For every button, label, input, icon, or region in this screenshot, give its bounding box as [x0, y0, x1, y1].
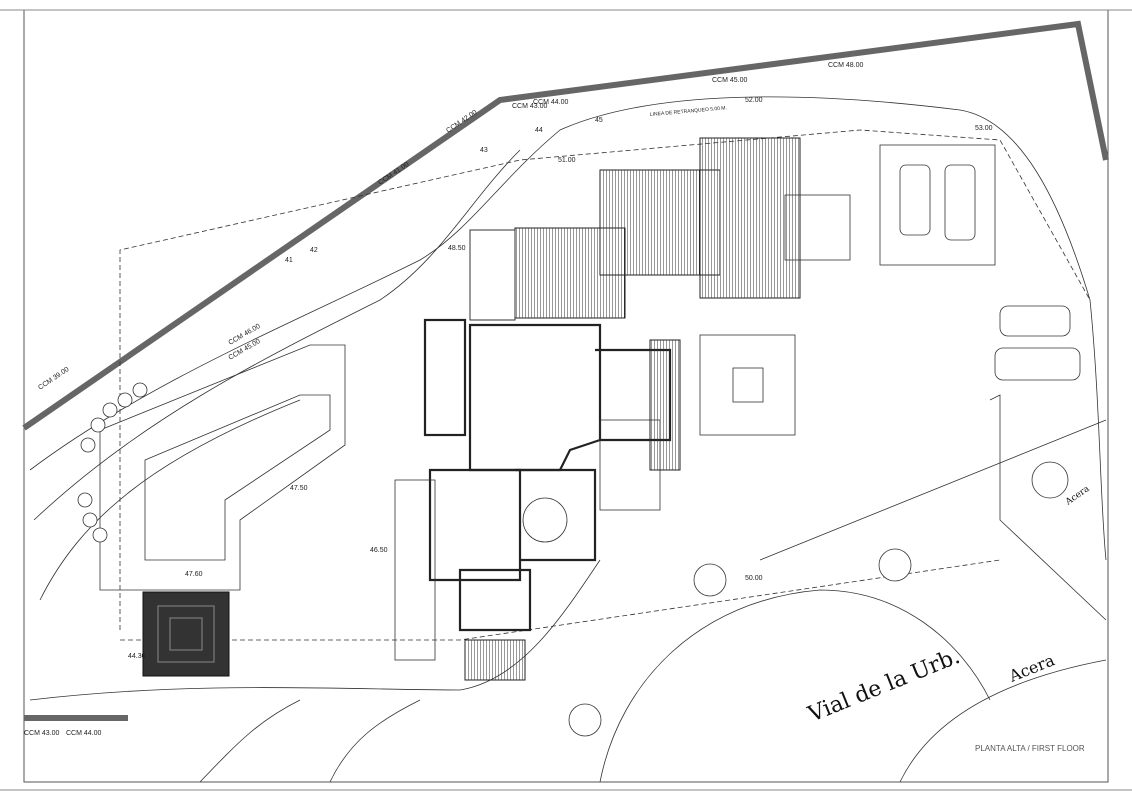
contour-label: 42: [310, 247, 318, 254]
sidewalk-label: Acera: [1005, 650, 1057, 686]
street-label: Vial de la Urb.: [804, 644, 964, 728]
level-label: CCM 45.00: [712, 77, 748, 84]
carport: [784, 144, 996, 266]
level-label: CCM 43.00: [24, 730, 60, 737]
spot-level: 52.00: [745, 97, 763, 104]
spot-level: 47.60: [185, 571, 203, 578]
contour-label: 44: [535, 127, 543, 134]
spot-level: 46.50: [370, 547, 388, 554]
pool-terrace: [99, 344, 346, 591]
house-plan: [394, 318, 796, 661]
level-label: CCM 41.00: [377, 161, 410, 187]
sidewalk-label: Acera: [1063, 484, 1092, 508]
roofs: [464, 137, 801, 681]
level-label: CCM 43.00: [512, 103, 548, 110]
trees-right: [568, 461, 1069, 737]
drawing-title: PLANTA ALTA / FIRST FLOOR: [975, 744, 1085, 753]
contour-label: 41: [285, 257, 293, 264]
spot-level: 53.00: [975, 125, 993, 132]
pavilion-roof: [142, 591, 230, 677]
level-label: CCM 44.00: [533, 99, 569, 106]
contour-lines: [29, 96, 1107, 783]
driveway: [989, 394, 1107, 621]
level-label: CCM 44.00: [66, 730, 102, 737]
contour-label: 43: [480, 147, 488, 154]
level-label: CCM 48.00: [828, 62, 864, 69]
spot-level: 47.50: [290, 485, 308, 492]
setback-lines: [119, 129, 1091, 641]
property-boundary: [22, 20, 1109, 431]
level-label: CCM 39.00: [37, 366, 70, 392]
spot-level: 51.00: [558, 157, 576, 164]
contour-label: 45: [595, 117, 603, 124]
spot-level: 50.00: [745, 575, 763, 582]
parked-cars: [994, 305, 1081, 381]
spot-level: 44.30: [128, 653, 146, 660]
trees-left: [77, 382, 148, 543]
spot-level: 48.50: [448, 245, 466, 252]
setback-label: LINEA DE RETRANQUEO 5.00 M.: [650, 105, 727, 118]
